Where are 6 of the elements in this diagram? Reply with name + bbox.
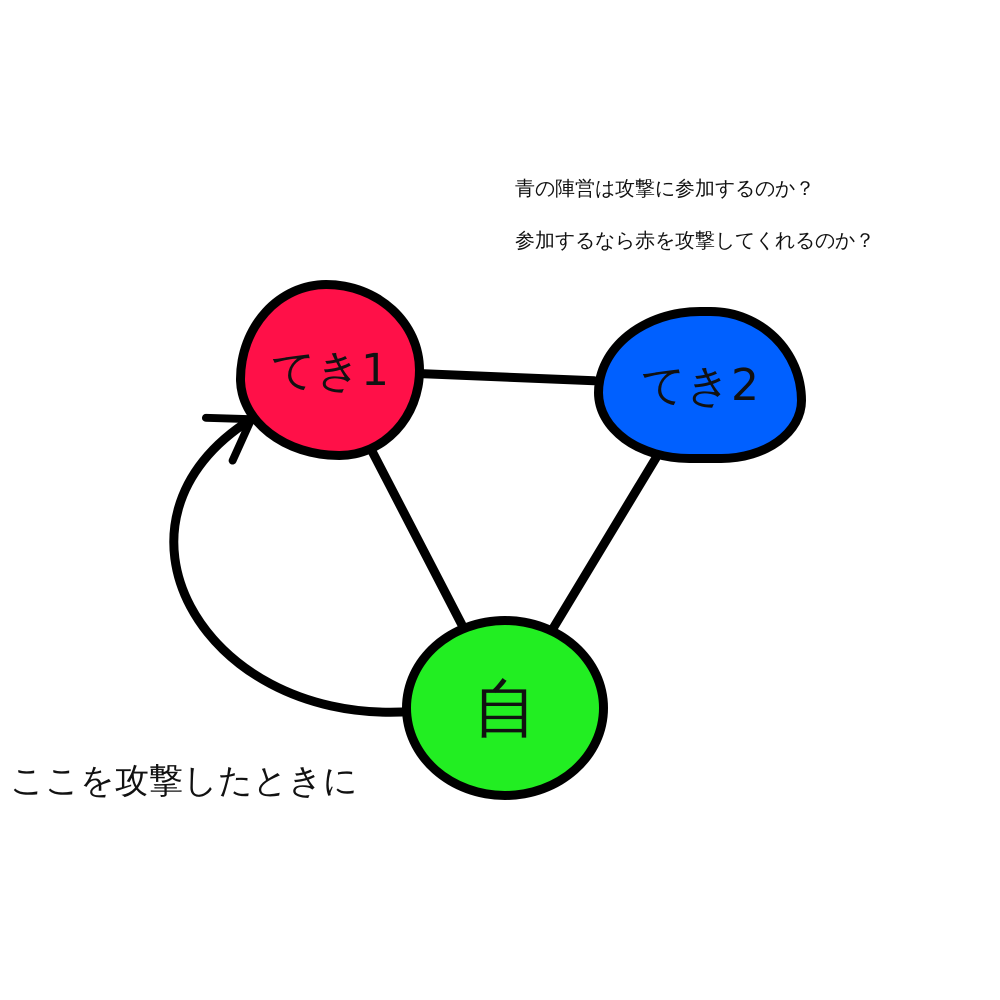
note-text: 青の陣営は攻撃に参加するのか？ (515, 175, 815, 202)
note-text: ここを攻撃したときに (10, 760, 358, 803)
node-label: てき2 (641, 358, 759, 412)
node-label: 自 (473, 670, 537, 748)
node-label: てき1 (271, 344, 389, 398)
note-text: 参加するなら赤を攻撃してくれるのか？ (515, 227, 875, 254)
